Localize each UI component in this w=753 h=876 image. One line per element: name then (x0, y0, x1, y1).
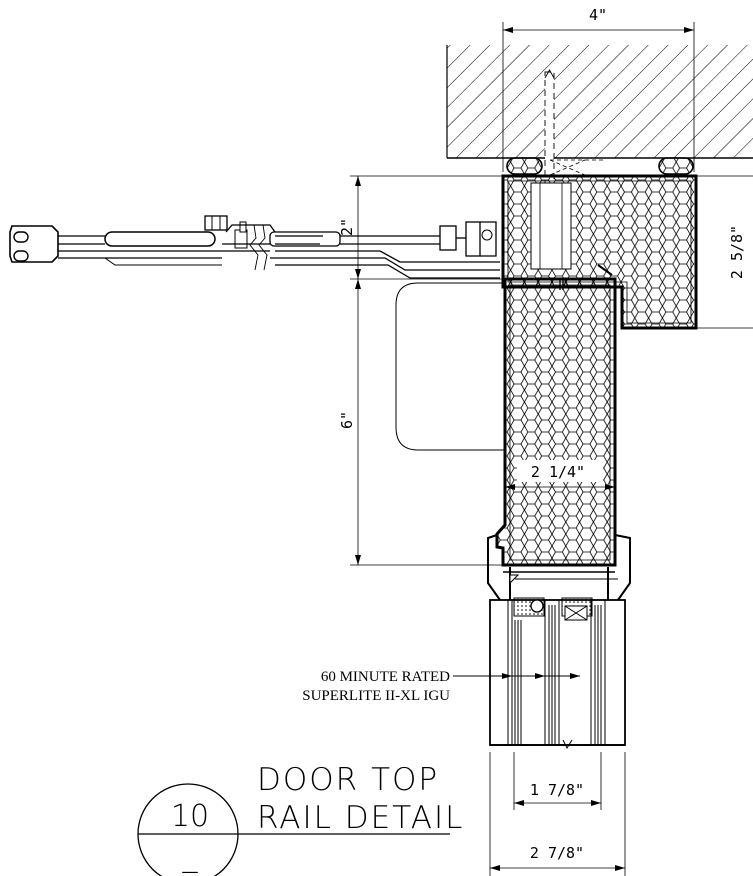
glass-unit-igu (453, 597, 626, 750)
detail-number: 10 (171, 799, 209, 834)
head-structure (446, 45, 753, 251)
detail-title-block: 10 _ DOOR TOP RAIL DETAIL (137, 762, 464, 876)
closer-body-outline (395, 282, 505, 451)
door-closer-arm (9, 215, 500, 279)
door-thickness-label: 2 1/4" (531, 463, 585, 481)
gap-label: 2" (338, 218, 356, 236)
frame-depth-label: 2 5/8" (728, 225, 746, 279)
title-line-2: RAIL DETAIL (257, 800, 464, 836)
door-thickness-dimension: 2 1/4" (505, 460, 615, 490)
glass-width-label: 1 7/8" (530, 781, 584, 799)
title-line-1: DOOR TOP (257, 762, 439, 798)
callout-line-1: 60 MINUTE RATED (321, 669, 450, 685)
gap-dimension: 2" 6" (338, 175, 510, 566)
rail-height-label: 6" (338, 411, 356, 429)
door-top-rail (487, 277, 631, 633)
frame-head-tube (501, 174, 698, 330)
overall-width-label: 2 7/8" (530, 844, 584, 862)
sheet-reference: _ (182, 839, 199, 874)
glass-callout: 60 MINUTE RATED SUPERLITE II-XL IGU (302, 669, 450, 704)
head-width-label: 4" (589, 6, 607, 24)
bottom-dimensions: 1 7/8" 2 7/8" (489, 752, 626, 876)
head-gaskets (506, 157, 694, 176)
frame-depth-dimension: 2 5/8" (696, 175, 753, 329)
head-width-dimension: 4" (502, 6, 695, 172)
callout-line-2: SUPERLITE II-XL IGU (302, 688, 450, 704)
